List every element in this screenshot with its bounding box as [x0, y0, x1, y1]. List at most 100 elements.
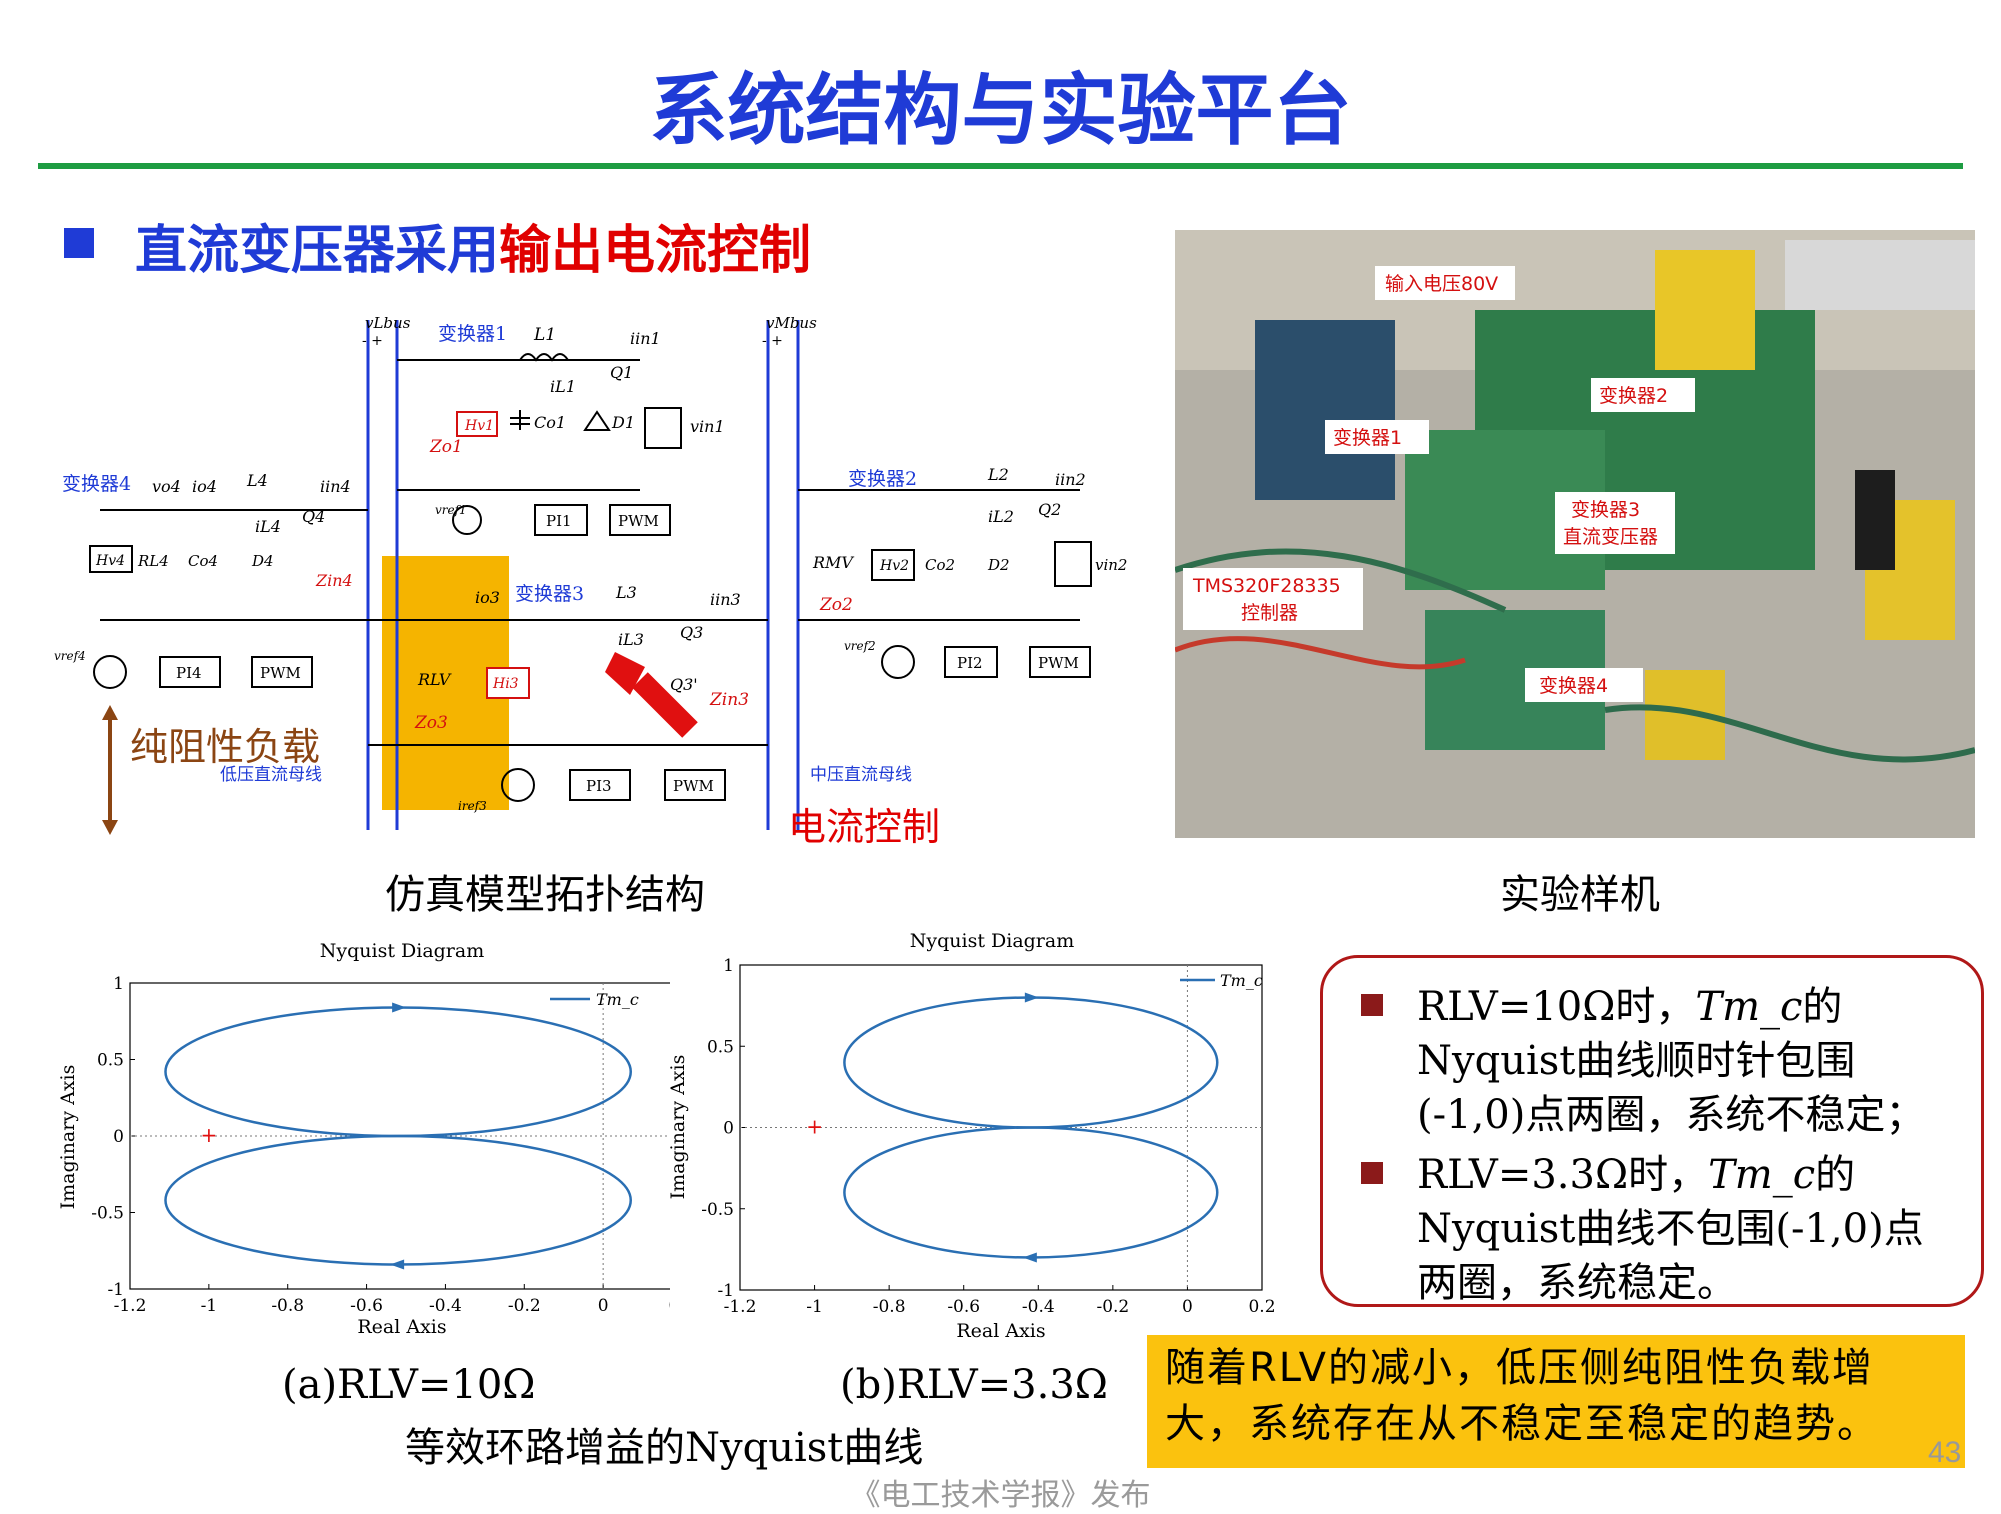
page-title: 系统结构与实验平台: [649, 66, 1352, 156]
resistive-load-label: 纯阻性负载: [130, 725, 320, 769]
svg-text:RL4: RL4: [137, 552, 169, 570]
x-tick-label: 0: [1182, 1297, 1193, 1317]
direction-arrow-icon: [1022, 1252, 1037, 1263]
svg-text:iin2: iin2: [1055, 470, 1086, 489]
chart-b-xlabel: Real Axis: [956, 1320, 1045, 1342]
svg-text:L4: L4: [246, 471, 268, 490]
svg-text:Hv1: Hv1: [464, 418, 494, 434]
y-tick-label: 0.5: [707, 1037, 734, 1057]
svg-text:Zin3: Zin3: [709, 690, 749, 710]
svg-text:Co2: Co2: [925, 556, 955, 574]
svg-text:Q3': Q3': [670, 675, 698, 694]
heading-part1: 直流变压器采用: [135, 221, 500, 281]
svg-text:PWM: PWM: [618, 512, 659, 530]
x-tick-label: -1: [201, 1296, 218, 1316]
chart-b-title: Nyquist Diagram: [910, 930, 1075, 952]
y-tick-label: -1: [107, 1280, 124, 1300]
y-tick-label: 0.5: [97, 1051, 124, 1071]
x-tick-label: -1: [806, 1297, 823, 1317]
y-tick-label: 0: [723, 1119, 734, 1139]
x-tick-label: -0.2: [1096, 1297, 1129, 1317]
svg-text:- +: - +: [762, 333, 783, 349]
y-tick-label: 1: [723, 956, 734, 976]
photo-label-conv1: 变换器1: [1333, 427, 1402, 449]
caption-topology: 仿真模型拓扑结构: [385, 872, 705, 918]
svg-text:PWM: PWM: [260, 664, 301, 682]
svg-text:Zo2: Zo2: [819, 595, 853, 615]
section-heading: 直流变压器采用输出电流控制: [135, 208, 811, 283]
y-tick-label: -0.5: [701, 1200, 734, 1220]
svg-text:Co4: Co4: [188, 552, 218, 570]
heading-highlight: 输出电流控制: [499, 221, 812, 281]
svg-text:Co1: Co1: [534, 413, 566, 432]
svg-text:Zo3: Zo3: [414, 713, 448, 733]
svg-text:vo4: vo4: [152, 477, 181, 496]
svg-text:D4: D4: [251, 552, 274, 570]
nyquist-lower-lobe: [843, 1126, 1219, 1259]
photo-label-conv2: 变换器2: [1599, 385, 1668, 407]
conv3-label: 变换器3: [515, 583, 584, 605]
svg-text:L3: L3: [615, 583, 637, 602]
svg-text:中压直流母线: 中压直流母线: [810, 765, 912, 785]
svg-text:vin2: vin2: [1095, 556, 1127, 574]
x-tick-label: 0.2: [1248, 1297, 1275, 1317]
chart-a-caption: (a)RLV=10Ω: [282, 1362, 536, 1408]
svg-text:iL3: iL3: [618, 630, 644, 649]
trend-note-box: [1147, 1335, 1965, 1468]
topology-diagram: vLbus vMbus - + - + 变换器1 L1 iL1 Q1 iin1 …: [54, 314, 1127, 849]
callout-bullet-icon: [1361, 994, 1383, 1016]
svg-text:PI1: PI1: [546, 512, 572, 530]
critical-point-marker: +: [806, 1115, 823, 1139]
svg-text:vref1: vref1: [435, 503, 467, 517]
nyquist-upper-lobe: [843, 996, 1219, 1129]
direction-arrow-icon: [1024, 992, 1039, 1003]
direction-arrow-icon: [390, 1259, 405, 1270]
photo-label-conv3: 变换器3: [1571, 499, 1640, 521]
svg-text:Q3: Q3: [680, 623, 703, 642]
publisher-footer: 《电工技术学报》发布: [850, 1478, 1151, 1513]
svg-text:PWM: PWM: [673, 777, 714, 795]
x-tick-label: -0.6: [947, 1297, 980, 1317]
page-number: 43: [1928, 1436, 1962, 1469]
svg-text:vref2: vref2: [844, 639, 876, 653]
svg-text:L1: L1: [533, 325, 556, 345]
photo-label-input: 输入电压80V: [1385, 273, 1498, 295]
x-tick-label: -0.6: [350, 1296, 383, 1316]
photo-label-dc-transformer: 直流变压器: [1563, 526, 1658, 548]
svg-text:iL1: iL1: [550, 377, 576, 396]
svg-text:Q2: Q2: [1038, 500, 1061, 519]
svg-text:io4: io4: [192, 477, 217, 496]
svg-text:PWM: PWM: [1038, 654, 1079, 672]
conv4-label: 变换器4: [62, 473, 131, 495]
svg-text:Zo1: Zo1: [429, 437, 463, 457]
chart-a-xlabel: Real Axis: [357, 1316, 446, 1338]
x-tick-label: -0.2: [508, 1296, 541, 1316]
direction-arrow-icon: [392, 1002, 407, 1013]
photo-label-conv4: 变换器4: [1539, 675, 1608, 697]
y-tick-label: -1: [717, 1281, 734, 1301]
svg-text:D1: D1: [611, 413, 635, 432]
bullet-square-icon: [64, 228, 94, 258]
photo-label-controller: 控制器: [1241, 602, 1298, 624]
svg-text:Q4: Q4: [302, 507, 325, 526]
svg-text:Hv4: Hv4: [95, 553, 125, 569]
svg-text:- +: - +: [362, 333, 383, 349]
nyquist-caption: 等效环路增益的Nyquist曲线: [405, 1425, 924, 1471]
svg-text:Q1: Q1: [610, 363, 633, 382]
critical-point-marker: +: [200, 1123, 217, 1147]
svg-text:iL4: iL4: [255, 517, 281, 536]
x-tick-label: 0: [598, 1296, 609, 1316]
nyquist-upper-lobe: [164, 1006, 632, 1138]
svg-text:PI3: PI3: [586, 777, 612, 795]
x-tick-label: -0.4: [1022, 1297, 1055, 1317]
caption-prototype: 实验样机: [1500, 872, 1660, 918]
chart-b-ylabel: Imaginary Axis: [667, 1055, 689, 1200]
svg-text:iref3: iref3: [458, 799, 487, 813]
chart-a-ylabel: Imaginary Axis: [57, 1065, 79, 1210]
chart-a-title: Nyquist Diagram: [320, 940, 485, 962]
svg-text:PI4: PI4: [176, 664, 202, 682]
conv2-label: 变换器2: [848, 468, 917, 490]
svg-text:iL2: iL2: [988, 507, 1014, 526]
x-tick-label: -0.8: [873, 1297, 906, 1317]
